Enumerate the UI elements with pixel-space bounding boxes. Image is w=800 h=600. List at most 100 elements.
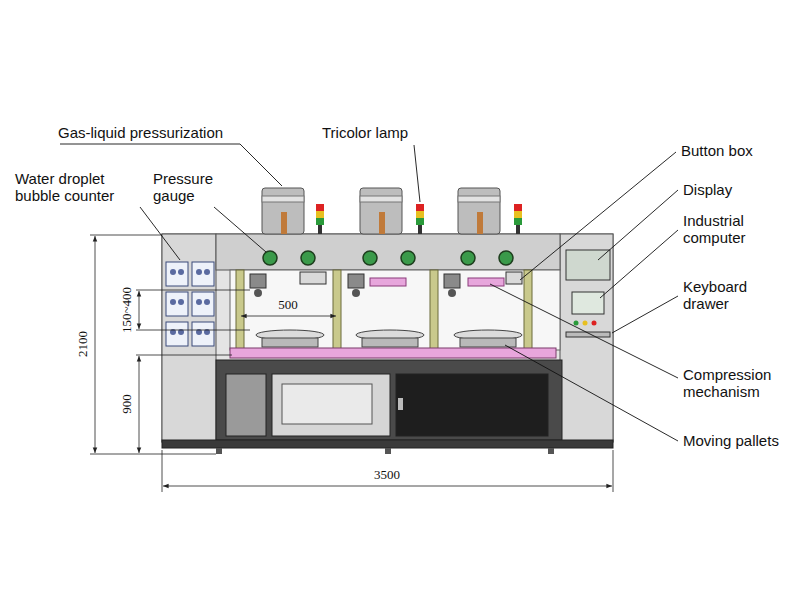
lamp-red xyxy=(416,204,424,211)
bubble-counter xyxy=(192,262,214,286)
callout-label: Display xyxy=(683,181,783,198)
leader-line xyxy=(140,207,180,260)
display-screen xyxy=(566,250,610,280)
lamp-green xyxy=(316,218,324,225)
gauge xyxy=(401,251,415,265)
dimension-label: 3500 xyxy=(374,468,400,482)
pressurization-cylinders xyxy=(262,188,500,234)
pallet-base xyxy=(362,338,418,347)
dimension-label: 2100 xyxy=(76,331,90,357)
callout-label: Keyboard drawer xyxy=(683,278,767,312)
base-plate xyxy=(230,348,556,358)
door-handle xyxy=(398,398,403,410)
button xyxy=(583,321,588,326)
callout-label: Gas-liquid pressurization xyxy=(58,124,258,141)
cylinder-rod xyxy=(477,212,483,234)
cylinder xyxy=(360,188,402,234)
extension-line xyxy=(136,330,250,331)
counter-dot xyxy=(204,299,210,305)
clamp-block xyxy=(444,274,460,288)
lower-cabinet xyxy=(216,360,562,440)
computer-screen xyxy=(572,292,604,314)
lamp-yellow xyxy=(514,211,522,218)
foot xyxy=(216,448,222,454)
cylinder-rod xyxy=(281,212,287,234)
dimension-line xyxy=(95,236,96,453)
clamp-block xyxy=(250,274,266,288)
pillar xyxy=(430,270,438,350)
callout-label: Compression mechanism xyxy=(683,366,787,400)
bubble-counter xyxy=(166,322,188,346)
counter-dot xyxy=(196,269,202,275)
cabinet-door xyxy=(226,374,266,436)
clamp-knob xyxy=(254,289,262,297)
lamp-yellow xyxy=(316,211,324,218)
bubble-counters xyxy=(166,262,214,346)
cabinet-interior xyxy=(272,374,390,436)
compression-mechanisms xyxy=(250,272,522,297)
pallet-base xyxy=(262,338,318,347)
dimension-line xyxy=(139,291,140,329)
foot xyxy=(548,448,554,454)
leader-line xyxy=(612,296,678,333)
callout-label: Moving pallets xyxy=(683,432,795,449)
dimension-line xyxy=(241,316,336,317)
lamp-post xyxy=(516,225,520,234)
left-panel xyxy=(162,234,216,442)
foot xyxy=(385,448,391,454)
control-unit xyxy=(282,384,372,424)
extension-line xyxy=(136,290,250,291)
gauge xyxy=(363,251,377,265)
leader-line xyxy=(505,345,678,441)
dimension-line xyxy=(139,356,140,453)
right-panel xyxy=(560,234,613,442)
cylinder-band xyxy=(262,196,304,202)
lamp-red xyxy=(316,204,324,211)
cylinder-band xyxy=(360,196,402,202)
bubble-counter xyxy=(192,292,214,316)
counter-dot xyxy=(196,299,202,305)
bubble-counter xyxy=(166,262,188,286)
lamp-post xyxy=(418,225,422,234)
work-area xyxy=(230,270,560,350)
lamp-green xyxy=(514,218,522,225)
extension-line xyxy=(162,450,163,492)
callout-label: Pressure gauge xyxy=(153,170,231,204)
leader-line xyxy=(520,152,676,280)
moving-pallets xyxy=(256,330,522,347)
dimension-lines xyxy=(90,235,613,492)
leader-line xyxy=(490,284,678,378)
dimension-label: 500 xyxy=(278,298,298,312)
dimension-label: 150~400 xyxy=(120,287,134,333)
lamp-green xyxy=(416,218,424,225)
pillar xyxy=(524,270,532,350)
extension-line xyxy=(613,450,614,492)
tricolor-lamps xyxy=(316,204,522,234)
leader-line xyxy=(214,207,266,252)
leader-line xyxy=(414,145,420,202)
bubble-counter xyxy=(166,292,188,316)
bottom-base xyxy=(162,440,613,448)
pressure-gauges xyxy=(263,251,513,265)
button xyxy=(574,321,579,326)
gauge xyxy=(301,251,315,265)
pallet-base xyxy=(460,338,516,347)
clamp-knob xyxy=(352,289,360,297)
bubble-counter xyxy=(192,322,214,346)
button xyxy=(592,321,597,326)
clamp-knob xyxy=(448,289,456,297)
counter-dot xyxy=(170,269,176,275)
press-plate xyxy=(370,278,406,286)
cylinder-rod xyxy=(379,212,385,234)
counter-dot xyxy=(204,269,210,275)
press-head xyxy=(506,272,522,284)
callout-label: Tricolor lamp xyxy=(322,124,462,141)
callout-label: Water droplet bubble counter xyxy=(15,170,133,204)
extension-line xyxy=(136,355,232,356)
lamp-yellow xyxy=(416,211,424,218)
lamp-post xyxy=(318,225,322,234)
lamp-red xyxy=(514,204,522,211)
gauge xyxy=(263,251,277,265)
leader-line xyxy=(600,230,678,298)
